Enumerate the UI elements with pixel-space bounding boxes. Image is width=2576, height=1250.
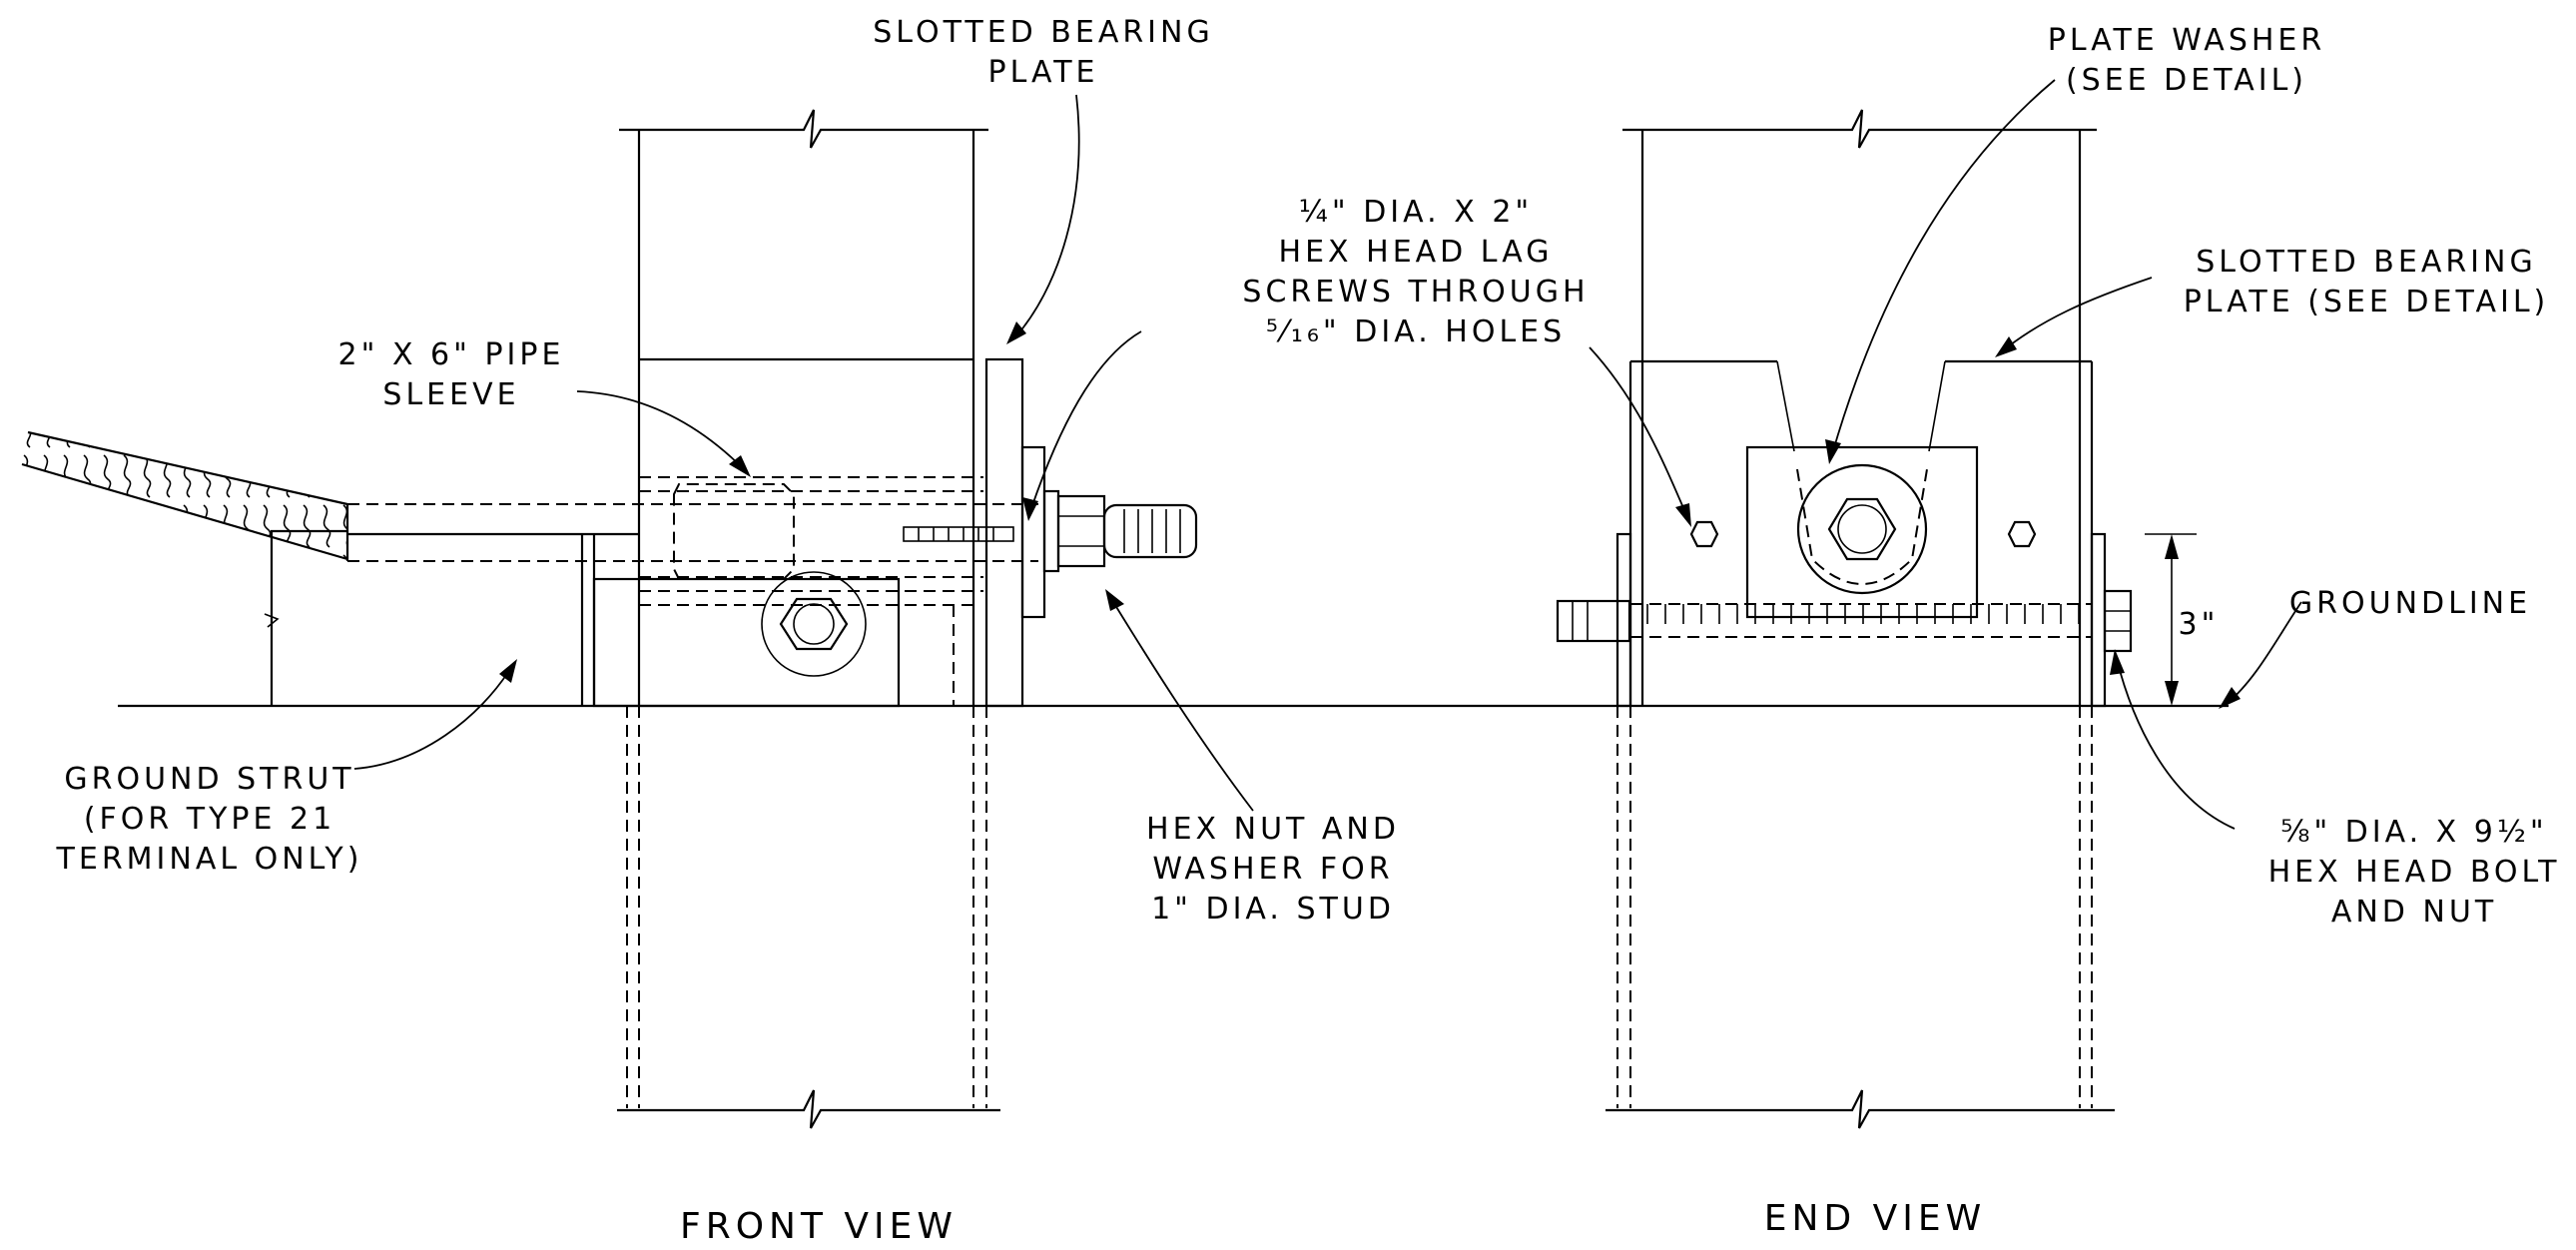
front-washer [1020,445,1046,619]
label-line: HEX NUT AND [1146,812,1400,847]
end-label-hex-bolt: ⅝" DIA. X 9½" HEX HEAD BOLT AND NUT [2268,815,2561,930]
end-hex-bolt [1556,532,2133,708]
label-line: PLATE (SEE DETAIL) [2184,285,2550,319]
end-lag-screw-left [1689,520,1719,548]
end-label-groundline: GROUNDLINE [2289,586,2531,621]
front-label-pipe-sleeve: 2" X 6" PIPE SLEEVE [338,337,565,412]
front-label-bearing-plate: SLOTTED BEARING PLATE [873,15,1213,90]
end-plate-washer [1745,445,1979,619]
front-bearing-plate [984,357,1024,708]
label-line: SLOTTED BEARING [873,15,1213,50]
label-line: PLATE WASHER [2048,23,2325,58]
front-lower-bolt [761,571,867,677]
label-line: GROUND STRUT [64,762,354,797]
end-label-dimension: 3" [2179,607,2220,642]
front-ground-strut [264,529,901,708]
end-lag-screw-right [2007,520,2037,548]
front-view-title: FRONT VIEW [680,1206,958,1247]
label-line: WASHER FOR [1152,852,1393,887]
front-label-ground-strut: GROUND STRUT (FOR TYPE 21 TERMINAL ONLY) [56,762,363,877]
label-line: ¼" DIA. X 2" [1299,195,1533,230]
label-line: PLATE [988,55,1099,90]
front-stud-nut [1042,489,1198,573]
front-view [21,109,1637,1129]
label-line: SLOTTED BEARING [2196,245,2536,280]
front-post [617,109,1000,1129]
label-line: ⁵⁄₁₆" DIA. HOLES [1266,314,1566,349]
end-post [1606,109,2115,1129]
label-line: HEX HEAD LAG [1279,235,1554,270]
label-line: HEX HEAD BOLT [2268,855,2561,890]
label-line: ⅝" DIA. X 9½" [2280,815,2547,850]
leader-lines [353,79,2302,830]
end-label-bearing-plate: SLOTTED BEARING PLATE (SEE DETAIL) [2184,245,2550,319]
end-view [1556,109,2229,1129]
label-line: (FOR TYPE 21 [84,802,335,837]
label-line: TERMINAL ONLY) [56,842,363,877]
end-dimension-3in [2145,533,2197,706]
label-line: 1" DIA. STUD [1151,892,1395,927]
label-line: 2" X 6" PIPE [338,337,565,372]
front-lag-screw [903,526,1014,542]
front-pipe-sleeve [347,476,1038,706]
label-line: (SEE DETAIL) [2066,63,2307,98]
label-line: SLEEVE [382,377,519,412]
front-label-hex-nut: HEX NUT AND WASHER FOR 1" DIA. STUD [1146,812,1400,927]
label-line: SCREWS THROUGH [1242,275,1589,310]
end-view-title: END VIEW [1764,1198,1986,1239]
end-label-plate-washer: PLATE WASHER (SEE DETAIL) [2048,23,2325,98]
front-label-lag-screws: ¼" DIA. X 2" HEX HEAD LAG SCREWS THROUGH… [1242,195,1589,349]
front-cable [21,430,349,561]
label-line: AND NUT [2331,895,2497,930]
